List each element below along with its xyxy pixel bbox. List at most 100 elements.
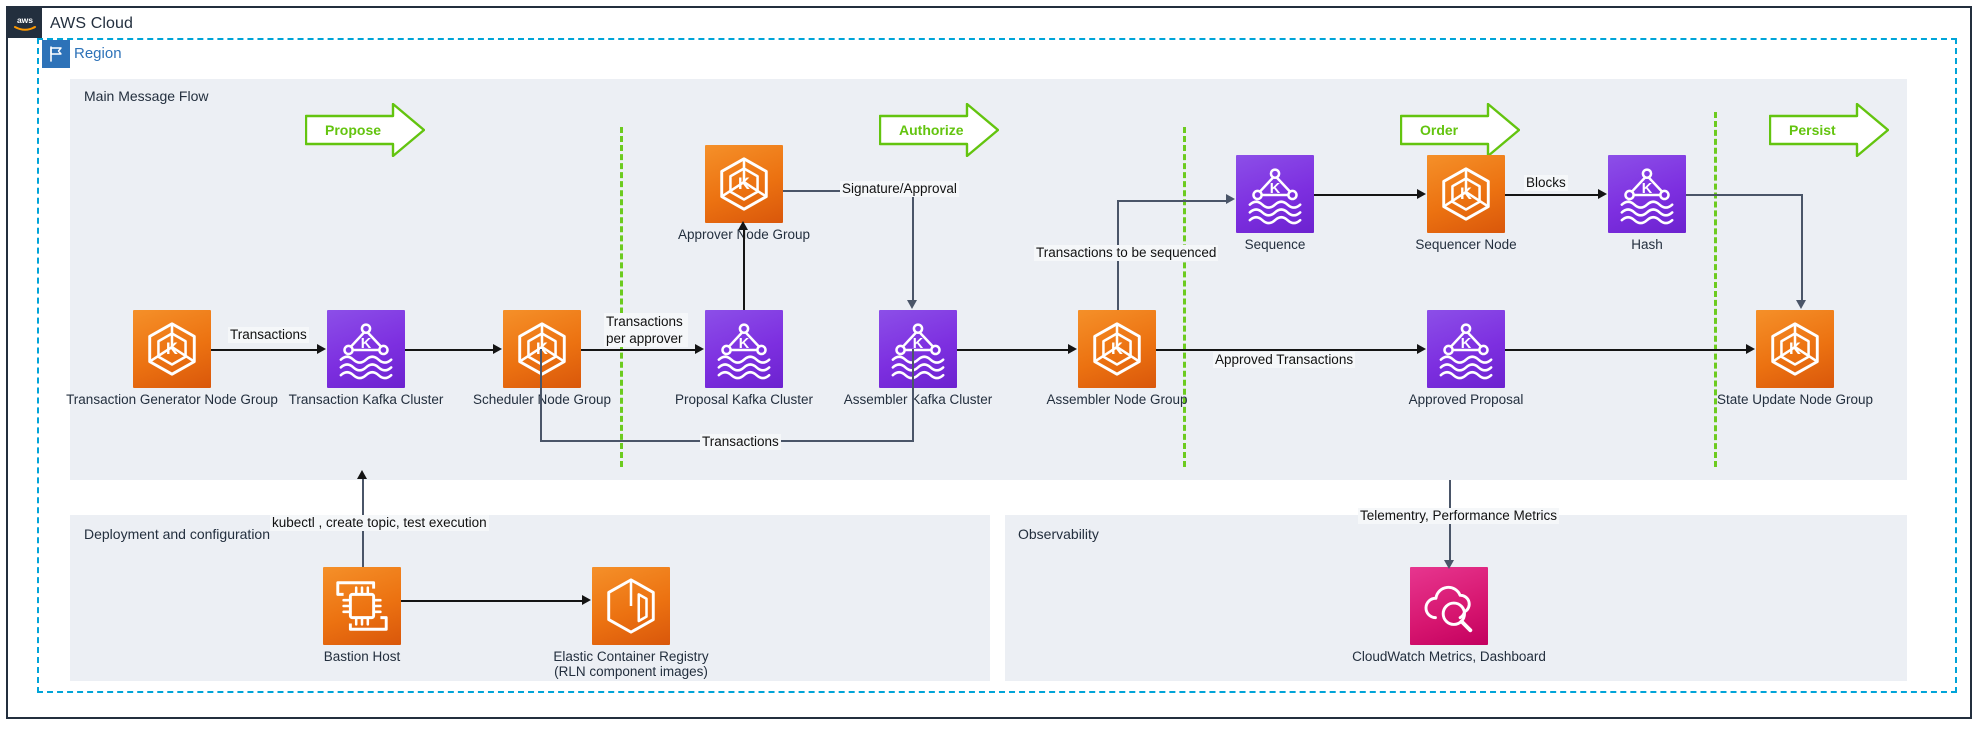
arrowhead-signature-to-assembler <box>907 300 917 309</box>
edge-label-signature-approval: Signature/Approval <box>840 181 959 197</box>
arrowhead-bastion-to-mainflow <box>357 470 367 479</box>
arrowhead-mainflow-to-cloudwatch <box>1444 560 1454 569</box>
msk-kafka-cluster-icon <box>1236 155 1314 233</box>
edge-sequencer-to-hash <box>1505 194 1598 196</box>
edge-feedback-right-v <box>912 349 914 441</box>
edge-assembler-to-sequence-h <box>1117 200 1226 202</box>
arrowhead-approvedproposal-to-stateupdate <box>1746 344 1755 354</box>
node-approver-node-group[interactable]: Approver Node Group <box>678 145 810 242</box>
main-message-flow-title: Main Message Flow <box>84 88 209 104</box>
main-message-flow-group <box>70 79 1907 480</box>
eks-node-group-icon <box>705 145 783 223</box>
eks-node-group-icon <box>503 310 581 388</box>
node-cloudwatch[interactable]: CloudWatch Metrics, Dashboard <box>1352 567 1546 664</box>
edge-label-blocks: Blocks <box>1524 175 1568 191</box>
arrowhead-txgen-to-txkafka <box>317 344 326 354</box>
eks-node-group-icon <box>1078 310 1156 388</box>
node-approved-proposal-label: Approved Proposal <box>1408 392 1524 407</box>
edge-hash-to-stateupdate-h <box>1686 194 1803 196</box>
arrowhead-txkafka-to-scheduler <box>493 344 502 354</box>
node-bastion-host[interactable]: Bastion Host <box>323 567 401 664</box>
node-assembler-kafka-cluster[interactable]: Assembler Kafka Cluster <box>844 310 992 407</box>
banner-persist-label: Persist <box>1789 122 1836 138</box>
arrowhead-assembler-to-sequence <box>1226 194 1235 204</box>
edge-label-transactions-bottom: Transactions <box>700 434 781 450</box>
banner-order-label: Order <box>1420 122 1459 138</box>
deployment-configuration-title: Deployment and configuration <box>84 526 271 542</box>
svg-text:aws: aws <box>17 15 33 25</box>
edge-label-approved-transactions: Approved Transactions <box>1213 352 1356 368</box>
banner-propose: Propose <box>305 103 425 157</box>
node-assembler-node-label: Assembler Node Group <box>1046 392 1188 407</box>
region-boundary <box>37 38 1957 693</box>
node-transaction-kafka-cluster[interactable]: Transaction Kafka Cluster <box>289 310 443 407</box>
banner-persist: Persist <box>1769 103 1889 157</box>
edge-txkafka-to-scheduler <box>405 349 493 351</box>
node-ecr-label: Elastic Container Registry <box>553 649 709 664</box>
edge-feedback-left-v <box>540 349 542 441</box>
arrowhead-assemblerkafka-to-assemblernode <box>1068 344 1077 354</box>
node-sequence[interactable]: Sequence <box>1236 155 1314 252</box>
edge-signature-to-assembler-v <box>912 190 914 302</box>
arrowhead-proposal-to-approver <box>738 221 748 230</box>
node-cloudwatch-label: CloudWatch Metrics, Dashboard <box>1352 649 1546 664</box>
aws-cloud-title: AWS Cloud <box>50 15 134 32</box>
ecr-icon <box>592 567 670 645</box>
msk-kafka-cluster-icon <box>705 310 783 388</box>
edge-proposal-to-approver <box>743 228 745 310</box>
aws-logo-icon: aws <box>8 8 42 38</box>
msk-kafka-cluster-icon <box>1427 310 1505 388</box>
region-flag-icon <box>42 40 70 68</box>
node-state-update-node-group[interactable]: State Update Node Group <box>1717 310 1873 407</box>
node-sequencer-node-label: Sequencer Node <box>1415 237 1517 252</box>
banner-order: Order <box>1400 103 1520 157</box>
edge-label-transactions-per-approver: Transactions per approver <box>604 313 688 347</box>
edge-approvedproposal-to-stateupdate <box>1505 349 1746 351</box>
banner-propose-label: Propose <box>325 122 382 138</box>
edge-label-transactions-to-be-sequenced: Transactions to be sequenced <box>1034 245 1219 261</box>
deployment-configuration-group <box>70 515 990 681</box>
edge-label-kubectl: kubectl , create topic, test execution <box>270 515 489 531</box>
arrowhead-scheduler-to-proposal <box>695 344 704 354</box>
node-elastic-container-registry[interactable]: Elastic Container Registry (RLN componen… <box>553 567 709 679</box>
arrowhead-hash-to-stateupdate <box>1796 300 1806 309</box>
edge-label-transactions: Transactions <box>228 327 309 343</box>
banner-authorize-label: Authorize <box>899 122 964 138</box>
observability-title: Observability <box>1018 526 1099 542</box>
ec2-instance-icon <box>323 567 401 645</box>
edge-bastion-to-ecr <box>401 600 582 602</box>
edge-assemblerkafka-to-assemblernode <box>957 349 1068 351</box>
node-bastion-host-label: Bastion Host <box>323 649 401 664</box>
node-assembler-kafka-label: Assembler Kafka Cluster <box>843 392 993 407</box>
node-scheduler-label: Scheduler Node Group <box>472 392 612 407</box>
msk-kafka-cluster-icon <box>327 310 405 388</box>
msk-kafka-cluster-icon <box>1608 155 1686 233</box>
edge-assembler-to-approvedproposal <box>1156 349 1417 351</box>
node-transaction-generator-label: Transaction Generator Node Group <box>66 392 278 407</box>
cloudwatch-icon <box>1410 567 1488 645</box>
node-sequencer-node[interactable]: Sequencer Node <box>1415 155 1517 252</box>
edge-sequence-to-sequencer <box>1314 194 1417 196</box>
eks-node-group-icon <box>133 310 211 388</box>
region-title: Region <box>74 45 122 62</box>
node-proposal-kafka-cluster[interactable]: Proposal Kafka Cluster <box>675 310 813 407</box>
phase-divider-authorize-order <box>1183 127 1186 467</box>
arrowhead-assembler-to-approvedproposal <box>1417 344 1426 354</box>
node-approved-proposal[interactable]: Approved Proposal <box>1409 310 1523 407</box>
node-proposal-kafka-label: Proposal Kafka Cluster <box>674 392 814 407</box>
node-transaction-generator[interactable]: Transaction Generator Node Group <box>66 310 278 407</box>
node-assembler-node-group[interactable]: Assembler Node Group <box>1046 310 1188 407</box>
edge-label-tpa-line1: Transactions <box>606 314 683 329</box>
arrowhead-sequence-to-sequencer <box>1417 189 1426 199</box>
node-hash[interactable]: Hash <box>1608 155 1686 252</box>
arrowhead-sequencer-to-hash <box>1598 189 1607 199</box>
edge-txgen-to-txkafka <box>211 349 317 351</box>
phase-divider-order-persist <box>1714 112 1717 467</box>
banner-authorize: Authorize <box>879 103 999 157</box>
node-scheduler-node-group[interactable]: Scheduler Node Group <box>473 310 611 407</box>
node-state-update-label: State Update Node Group <box>1716 392 1874 407</box>
edge-hash-to-stateupdate-v <box>1801 194 1803 302</box>
edge-label-telemetry: Telementry, Performance Metrics <box>1358 508 1560 524</box>
eks-node-group-icon <box>1756 310 1834 388</box>
